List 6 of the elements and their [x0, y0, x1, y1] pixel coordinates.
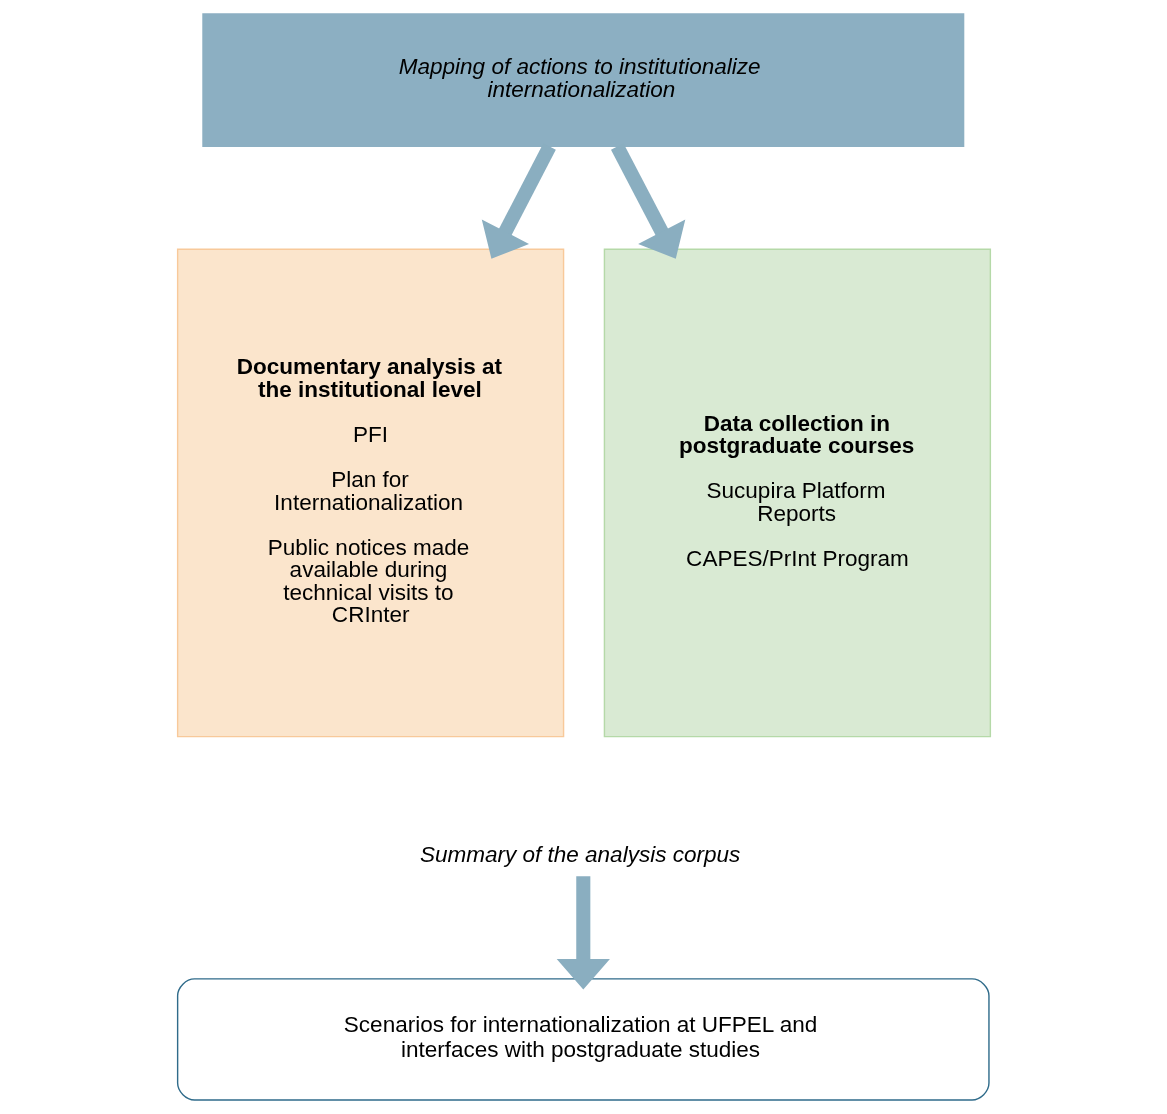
- node-box: Scenarios for internationalization at UFPEL and interfaces with postgraduate studies: [176, 978, 990, 1101]
- node-box: Data collection in postgraduate courses Sucupira Platform Reports CAPES/PrInt Program: [603, 248, 991, 738]
- node-box: Mapping of actions to institutionalize internationalization: [201, 13, 964, 148]
- node-box: Documentary analysis at the institutional level PFI Plan for Internationalization Public notices made available during technical visits to CRInter: [176, 248, 564, 738]
- node-text: Summary of the analysis corpus: [419, 841, 740, 867]
- arrow: [556, 876, 610, 990]
